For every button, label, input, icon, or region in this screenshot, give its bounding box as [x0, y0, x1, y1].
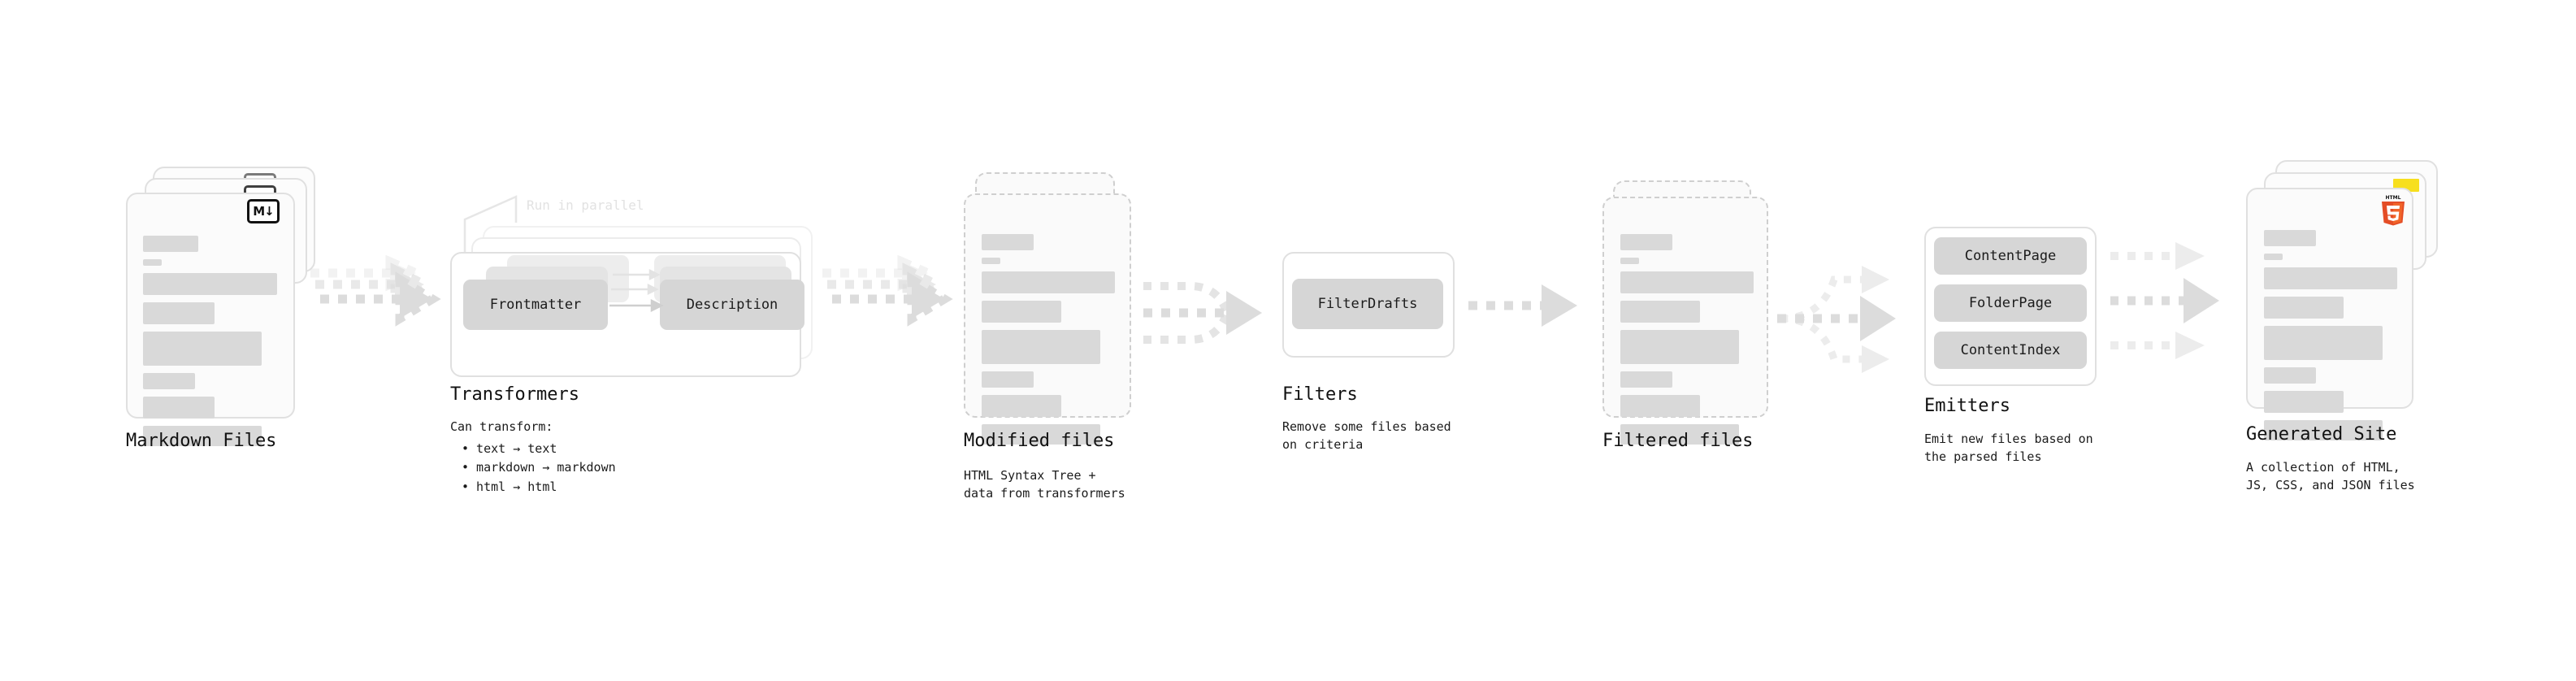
skeleton-bar [1620, 395, 1700, 417]
skeleton-bar [143, 426, 262, 446]
transformers-bullet-list: • text → text • markdown → markdown • ht… [462, 440, 616, 497]
skeleton-bar [1620, 330, 1739, 364]
skeleton-bar [982, 330, 1100, 364]
transformer-node-frontmatter[interactable]: Frontmatter [463, 280, 608, 330]
skeleton-bar [982, 258, 1000, 264]
transformer-node-description[interactable]: Description [660, 280, 804, 330]
skeleton-bar [143, 397, 215, 419]
emitters-subtitle: Emit new files based on the parsed files [1924, 432, 2093, 464]
emitter-node-contentindex[interactable]: ContentIndex [1934, 332, 2087, 369]
connector-md-to-transformers [310, 254, 441, 327]
skeleton-bar [1620, 301, 1700, 323]
skeleton-bar [982, 234, 1034, 250]
filter-node-filterdrafts[interactable]: FilterDrafts [1292, 279, 1443, 329]
skeleton-bar [143, 302, 215, 324]
emitter-node-folderpage[interactable]: FolderPage [1934, 284, 2087, 322]
skeleton-bar [2264, 297, 2344, 319]
bullet-item: • html → html [462, 479, 557, 494]
skeleton-bar [982, 301, 1061, 323]
skeleton-bar [982, 371, 1034, 388]
filtered-skeleton-bars [1620, 234, 1754, 452]
stage-title-modified-files: Modified files [964, 431, 1115, 451]
skeleton-bar [1620, 271, 1754, 293]
skeleton-bar [143, 373, 195, 389]
skeleton-bar [143, 259, 162, 266]
markdown-skeleton-bars [143, 236, 277, 453]
skeleton-bar [1620, 234, 1672, 250]
run-in-parallel-leader [463, 195, 518, 258]
skeleton-bar [143, 332, 262, 366]
skeleton-bar [982, 271, 1115, 293]
transformers-subtitle-heading: Can transform: [450, 419, 553, 434]
skeleton-bar [2264, 230, 2316, 246]
filter-node-label: FilterDrafts [1317, 296, 1418, 312]
transformer-node-label: Description [686, 297, 778, 313]
stage-title-filtered-files: Filtered files [1602, 431, 1754, 451]
bullet-item: • markdown → markdown [462, 460, 616, 475]
html5-icon: HTML [2382, 195, 2405, 226]
stage-title-markdown-files: Markdown Files [126, 431, 277, 451]
skeleton-bar [2264, 420, 2383, 440]
emitter-node-label: FolderPage [1968, 295, 2053, 311]
modified-files-subtitle: HTML Syntax Tree + data from transformer… [964, 468, 1125, 501]
connector-modified-to-filters [1143, 282, 1262, 344]
markdown-icon-glyph: M↓ [253, 203, 274, 219]
markdown-icon: M↓ [247, 199, 280, 223]
skeleton-bar [2264, 367, 2316, 384]
emitter-node-label: ContentIndex [1960, 342, 2061, 358]
transformer-node-label: Frontmatter [489, 297, 582, 313]
stage-title-transformers: Transformers [450, 384, 579, 405]
skeleton-bar [2264, 267, 2397, 289]
bullet-item: • text → text [462, 441, 557, 456]
skeleton-bar [143, 236, 198, 252]
connector-filtered-to-emitters [1777, 266, 1896, 373]
connector-emitters-to-site [2110, 242, 2219, 359]
modified-skeleton-bars [982, 234, 1115, 452]
generated-site-subtitle: A collection of HTML, JS, CSS, and JSON … [2246, 460, 2415, 492]
connector-filters-to-filtered [1468, 284, 1577, 327]
skeleton-bar [1620, 424, 1739, 445]
svg-text:HTML: HTML [2386, 195, 2401, 201]
skeleton-bar [982, 395, 1061, 417]
skeleton-bar [1620, 371, 1672, 388]
skeleton-bar [2264, 326, 2383, 360]
skeleton-bar [2264, 391, 2344, 413]
stage-title-filters: Filters [1282, 384, 1358, 405]
skeleton-bar [2264, 254, 2283, 260]
filters-subtitle: Remove some files based on criteria [1282, 419, 1451, 452]
connector-transformers-to-modified [822, 254, 953, 327]
emitter-node-label: ContentPage [1964, 248, 2057, 264]
emitter-node-contentpage[interactable]: ContentPage [1934, 237, 2087, 275]
skeleton-bar [982, 424, 1100, 445]
stage-title-emitters: Emitters [1924, 396, 2010, 416]
skeleton-bar [1620, 258, 1639, 264]
run-in-parallel-label: Run in parallel [527, 197, 644, 213]
transformer-internal-arrows [609, 268, 664, 313]
skeleton-bar [143, 273, 277, 295]
site-skeleton-bars [2264, 230, 2397, 448]
stage-title-generated-site: Generated Site [2246, 424, 2397, 445]
